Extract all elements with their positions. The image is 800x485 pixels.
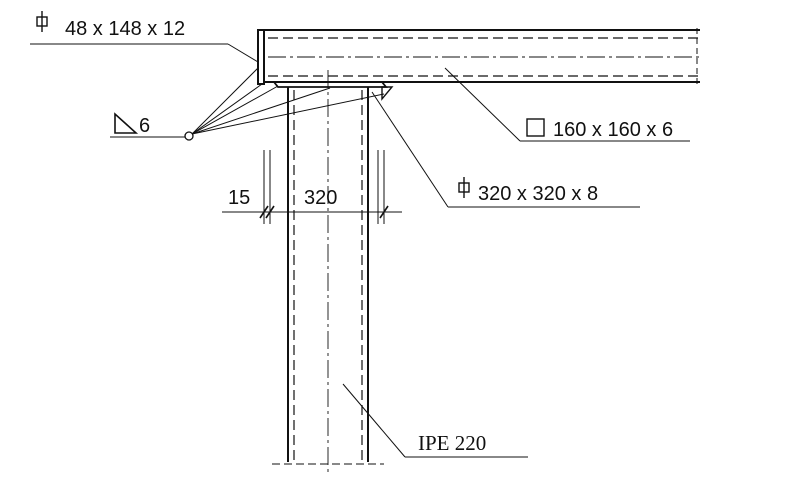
weld-leader-dot	[184, 131, 194, 141]
leader-weld	[110, 67, 385, 141]
base-plate	[272, 81, 388, 88]
leader-base-plate	[371, 91, 640, 208]
leader-beam	[444, 67, 690, 142]
beam	[263, 28, 700, 84]
column	[272, 70, 384, 472]
label-end-plate: 48 x 148 x 12	[65, 18, 185, 40]
square-section-icon	[526, 118, 545, 137]
label-weld: 6	[139, 115, 150, 137]
label-base-plate: 320 x 320 x 8	[478, 183, 598, 205]
plate-symbol-icon	[458, 177, 470, 198]
label-dim-main: 320	[304, 187, 337, 209]
plate-symbol-icon	[36, 11, 48, 32]
weld-fillet	[381, 86, 394, 101]
label-column: IPE 220	[418, 431, 486, 455]
dimensions	[222, 150, 402, 224]
leader-column	[342, 383, 528, 458]
label-beam: 160 x 160 x 6	[553, 119, 673, 141]
weld-symbol-triangle	[114, 112, 139, 134]
end-plate	[257, 29, 265, 85]
leader-end-plate	[30, 43, 259, 63]
label-dim-left: 15	[228, 187, 250, 209]
